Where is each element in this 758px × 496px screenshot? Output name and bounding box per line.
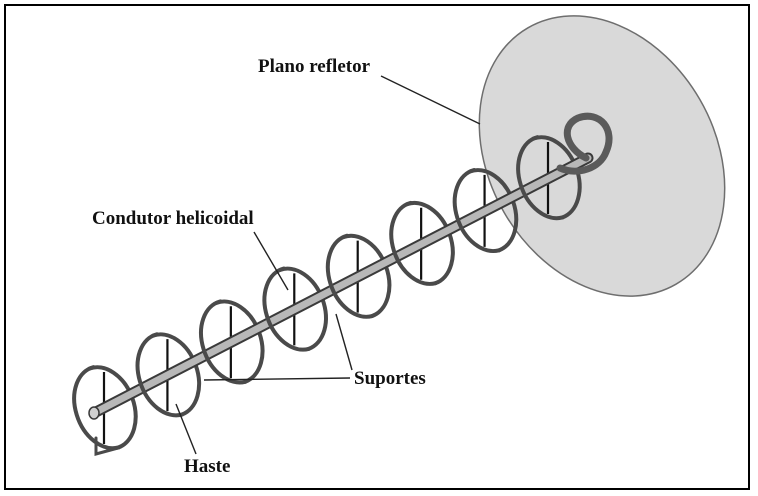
conductor-leader	[254, 232, 288, 290]
rod	[89, 158, 588, 419]
rod-end-cap	[89, 407, 99, 419]
reflector-label: Plano refletor	[258, 56, 371, 77]
supports-label: Suportes	[354, 368, 426, 389]
supports-leader-a	[336, 314, 352, 370]
reflector-leader	[381, 76, 480, 124]
conductor-label: Condutor helicoidal	[92, 208, 254, 229]
rod-label: Haste	[184, 456, 230, 477]
rod-body	[94, 158, 588, 413]
